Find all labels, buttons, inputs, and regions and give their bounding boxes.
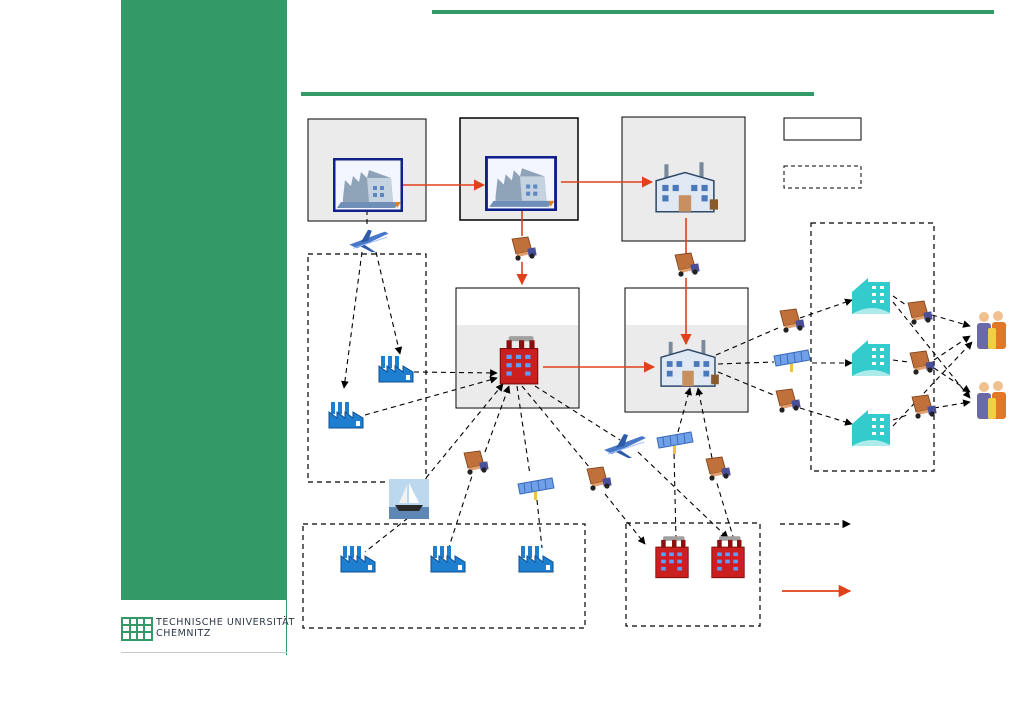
university-logo: TECHNISCHE UNIVERSITÄT CHEMNITZ bbox=[121, 602, 294, 654]
header-rule-top bbox=[432, 10, 994, 14]
customer-group-icon-1 bbox=[977, 311, 1006, 349]
plane-icon-top bbox=[348, 229, 390, 253]
link-dc-truck-2 bbox=[717, 371, 777, 397]
customer-group-icon-2 bbox=[977, 381, 1006, 419]
dashed-links bbox=[341, 210, 973, 553]
legend-solid-box-icon bbox=[783, 117, 862, 141]
link-ship-plant bbox=[425, 383, 504, 479]
university-name: TECHNISCHE UNIVERSITÄT CHEMNITZ bbox=[156, 617, 295, 639]
university-logo-icon bbox=[121, 617, 153, 641]
university-name-line1: TECHNISCHE UNIVERSITÄT bbox=[156, 617, 295, 628]
sidebar-divider bbox=[286, 0, 287, 655]
link-truck-customer2-a bbox=[933, 367, 971, 393]
link-truck-customer2-b bbox=[933, 399, 971, 409]
retail-group bbox=[810, 222, 935, 472]
supplier-e-icon bbox=[518, 545, 554, 573]
link-partner-truck bbox=[715, 479, 735, 541]
sidebar-green-band bbox=[121, 0, 286, 600]
truck-icon-4 bbox=[586, 466, 613, 492]
retail-store-icon-3 bbox=[852, 410, 892, 446]
link-truck-retail-3 bbox=[799, 407, 853, 426]
supplier-d-icon bbox=[430, 545, 466, 573]
legend-dashed-box-icon bbox=[783, 165, 862, 189]
supplier-group-bottom bbox=[302, 523, 586, 629]
truck-icon-10 bbox=[911, 394, 938, 420]
plane-icon-middle bbox=[603, 433, 647, 459]
train-icon-2 bbox=[656, 431, 694, 454]
supplier-c-icon bbox=[340, 545, 376, 573]
link-retail2-truck bbox=[892, 359, 909, 363]
partner-plant-group bbox=[625, 522, 761, 627]
partner-plant-icon-2 bbox=[711, 535, 745, 579]
link-retail1-truck bbox=[892, 295, 907, 306]
link-supplier-mid-truck bbox=[447, 475, 473, 551]
supplier-b-icon bbox=[328, 401, 364, 429]
truck-icon-8 bbox=[907, 300, 934, 326]
link-truck-dc bbox=[695, 387, 713, 459]
header-rule-bottom bbox=[301, 92, 814, 96]
link-plant-plane bbox=[534, 385, 621, 441]
truck-icon-3 bbox=[463, 450, 490, 476]
link-supplier-b-plant bbox=[364, 376, 498, 416]
plant-2-icon bbox=[485, 156, 557, 211]
logo-underline bbox=[121, 652, 287, 653]
retail-store-icon-1 bbox=[852, 278, 892, 314]
link-retail1-customer2 bbox=[892, 301, 971, 399]
link-plane-partner bbox=[637, 451, 729, 539]
link-partner-train bbox=[673, 451, 677, 541]
train-icon-1 bbox=[517, 477, 555, 500]
link-plane-supplier-a bbox=[375, 251, 403, 355]
link-truck-partner bbox=[604, 493, 646, 545]
link-plane-supplier-b bbox=[341, 251, 363, 389]
university-name-line2: CHEMNITZ bbox=[156, 628, 211, 639]
retail-store-icon-2 bbox=[852, 340, 892, 376]
link-ship-supplier bbox=[364, 517, 409, 553]
truck-icon-9 bbox=[909, 350, 936, 376]
link-train-supplier bbox=[536, 499, 543, 549]
truck-icon-2 bbox=[674, 252, 701, 278]
supplier-group-left bbox=[307, 253, 427, 483]
link-truck-customer1-a bbox=[931, 314, 971, 328]
link-supplier-a-plant bbox=[413, 369, 498, 377]
link-truck-customer1-b bbox=[933, 335, 971, 361]
material-flow bbox=[402, 176, 692, 373]
truck-icon-6 bbox=[779, 308, 806, 334]
link-dc-train bbox=[717, 361, 775, 365]
link-dc-truck bbox=[715, 327, 779, 356]
truck-icon-7 bbox=[775, 388, 802, 414]
truck-icon-5 bbox=[705, 456, 732, 482]
link-plant-train bbox=[516, 385, 531, 476]
link-retail3-customer1 bbox=[892, 341, 973, 427]
supplier-a-icon bbox=[378, 355, 414, 383]
link-train-dc bbox=[677, 387, 692, 433]
link-truck-plant bbox=[484, 385, 511, 453]
train-icon-3 bbox=[773, 349, 811, 372]
ship-icon bbox=[389, 479, 429, 519]
legend bbox=[780, 117, 862, 598]
partner-plant-icon-1 bbox=[655, 535, 689, 579]
truck-icon-1 bbox=[511, 236, 538, 262]
hq-plant-icon bbox=[333, 158, 403, 212]
link-truck-retail-1 bbox=[799, 298, 853, 319]
